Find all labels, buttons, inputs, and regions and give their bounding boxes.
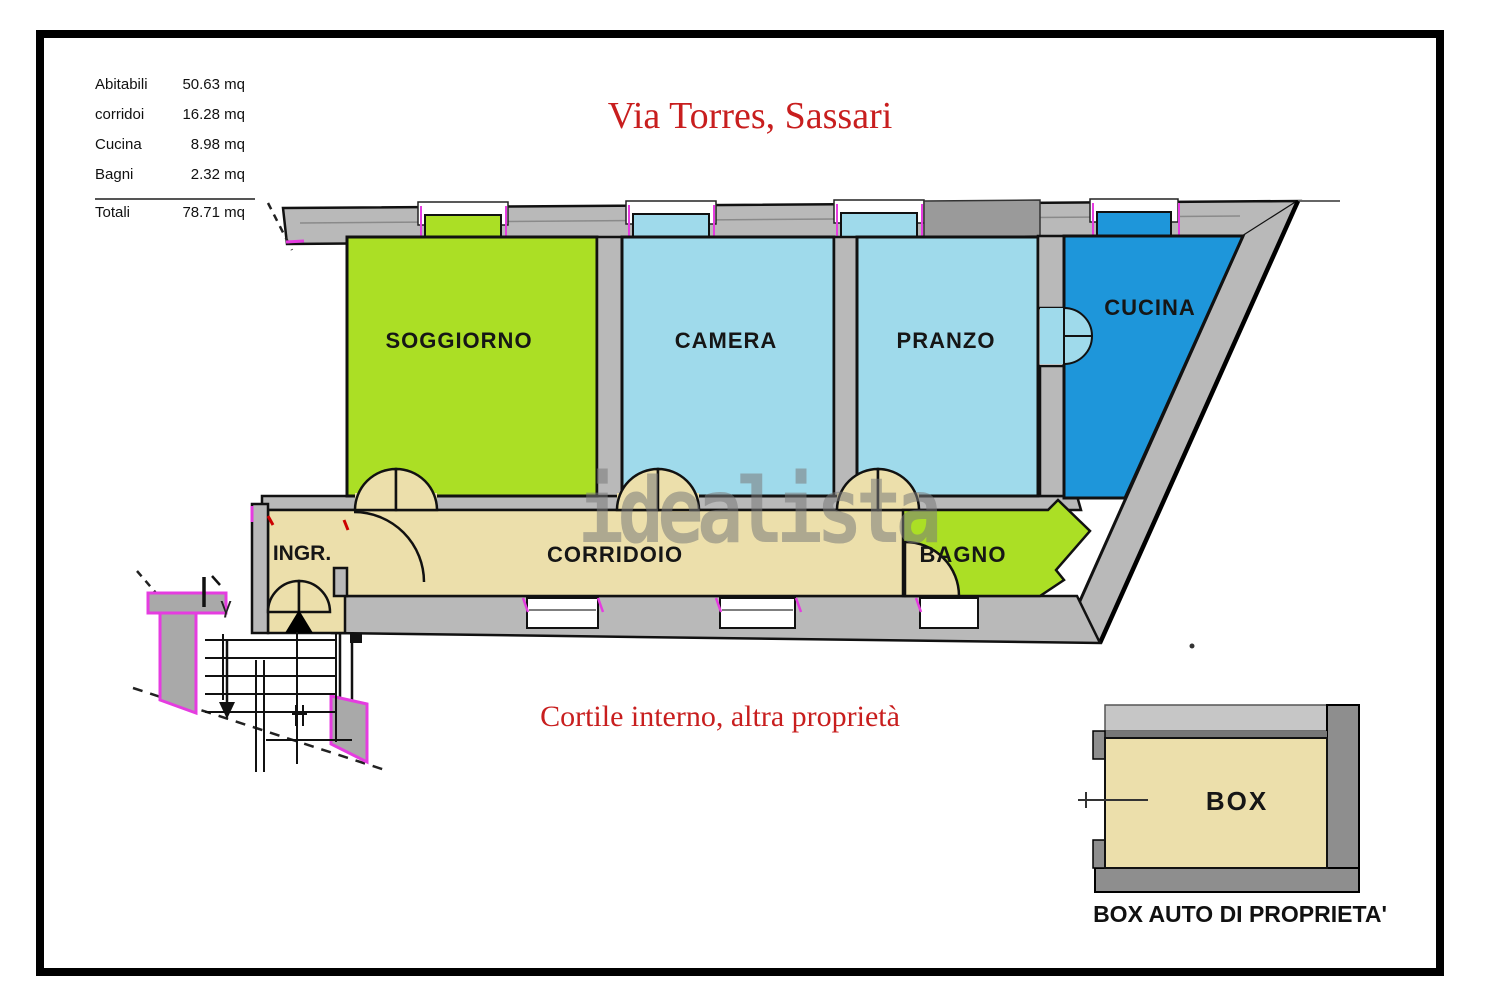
room-pranzo	[855, 235, 1040, 498]
wall-tick	[211, 575, 221, 586]
box-bottom-wall	[1094, 867, 1360, 893]
wall-step	[350, 633, 362, 643]
ingresso-left-wall	[250, 502, 270, 635]
door-hinge-mark	[266, 515, 275, 526]
room-label-box: BOX	[1206, 786, 1268, 816]
garage-caption: BOX AUTO DI PROPRIETA'	[1093, 901, 1387, 927]
door-hinge-mark	[342, 519, 350, 531]
wall-pranzo-cucina-upper	[1036, 234, 1066, 310]
neighbor-strip	[1104, 704, 1328, 732]
shared-wall-dark-segment	[923, 199, 1041, 239]
table-row: Cucina 8.98 mq	[95, 136, 245, 166]
room-label-cucina: CUCINA	[1104, 295, 1196, 320]
room-label-camera: CAMERA	[675, 328, 778, 353]
room-label-pranzo: PRANZO	[897, 328, 996, 353]
window-magenta-mark	[914, 597, 923, 613]
area-value: 16.28 mq	[182, 106, 245, 123]
window-magenta-mark	[521, 597, 530, 613]
door-ingresso-arc	[353, 510, 426, 583]
table-divider	[95, 198, 255, 200]
door-leaf-arc	[1063, 335, 1094, 366]
table-row: corridoi 16.28 mq	[95, 106, 245, 136]
box-right-wall	[1326, 704, 1360, 893]
stair-down-arrow	[219, 702, 235, 719]
window-magenta-mark	[714, 597, 723, 613]
room-label-ingresso: INGR.	[273, 542, 331, 565]
wall-pillar	[146, 591, 228, 615]
door-opening	[1040, 308, 1064, 364]
area-summary-table: Abitabili 50.63 mq corridoi 16.28 mq Cuc…	[95, 76, 255, 234]
stairwell: γ	[132, 570, 386, 772]
window	[719, 597, 796, 629]
area-value: 78.71 mq	[182, 204, 245, 221]
door-leaf-arc	[876, 467, 921, 512]
table-row: Bagni 2.32 mq	[95, 166, 245, 196]
diagonal-outer-edge	[1097, 200, 1301, 644]
bottom-windows	[521, 597, 979, 629]
window-magenta-mark	[794, 597, 803, 613]
garage-box: BOX	[1078, 704, 1360, 893]
window-magenta-mark	[596, 597, 605, 613]
diagonal-exterior-wall	[1075, 201, 1298, 643]
page-title: Via Torres, Sassari	[607, 95, 893, 137]
gamma-section-mark: γ	[221, 593, 232, 618]
window	[526, 597, 599, 629]
table-row: Abitabili 50.63 mq	[95, 76, 245, 106]
door-leaf-arc	[394, 467, 439, 512]
door-cucina	[1040, 306, 1094, 366]
area-label: Abitabili	[95, 76, 148, 93]
room-label-corridoio: CORRIDOIO	[547, 542, 683, 567]
area-value: 2.32 mq	[190, 166, 245, 183]
area-label: Bagni	[95, 166, 134, 183]
door-camera	[615, 467, 701, 512]
area-value: 50.63 mq	[182, 76, 245, 93]
courtyard-caption: Cortile interno, altra proprietà	[540, 700, 900, 733]
box-wall-stub	[1092, 839, 1106, 869]
door-soggiorno	[353, 467, 439, 512]
door-leaf-arc	[656, 467, 701, 512]
wall-pillar	[329, 694, 369, 765]
room-label-soggiorno: SOGGIORNO	[385, 328, 532, 353]
window	[919, 597, 979, 629]
entrance-arrow	[285, 610, 313, 633]
bottom-exterior-wall	[330, 594, 1103, 645]
area-label: Totali	[95, 204, 131, 221]
area-label: corridoi	[95, 106, 145, 123]
room-soggiorno	[345, 235, 599, 498]
area-label: Cucina	[95, 136, 142, 153]
entrance-door	[266, 579, 332, 633]
room-camera	[620, 235, 836, 498]
stray-dot	[1189, 643, 1195, 649]
room-label-bagno: BAGNO	[920, 542, 1007, 567]
door-leaf-arc	[297, 579, 332, 614]
room-cucina	[1062, 234, 1246, 500]
room-box	[1104, 737, 1328, 869]
ingresso-wall-stub	[332, 566, 349, 598]
box-wall-stub	[1092, 730, 1106, 760]
wall-pillar	[158, 611, 198, 716]
page-border-frame	[36, 30, 1444, 976]
wall-magenta-mark	[285, 239, 305, 244]
door-pranzo	[835, 467, 921, 512]
idealista-watermark: idealista	[578, 458, 942, 564]
table-row-total: Totali 78.71 mq	[95, 204, 245, 234]
box-top-wall	[1105, 731, 1327, 738]
area-value: 8.98 mq	[190, 136, 245, 153]
door-bagno	[903, 540, 961, 598]
